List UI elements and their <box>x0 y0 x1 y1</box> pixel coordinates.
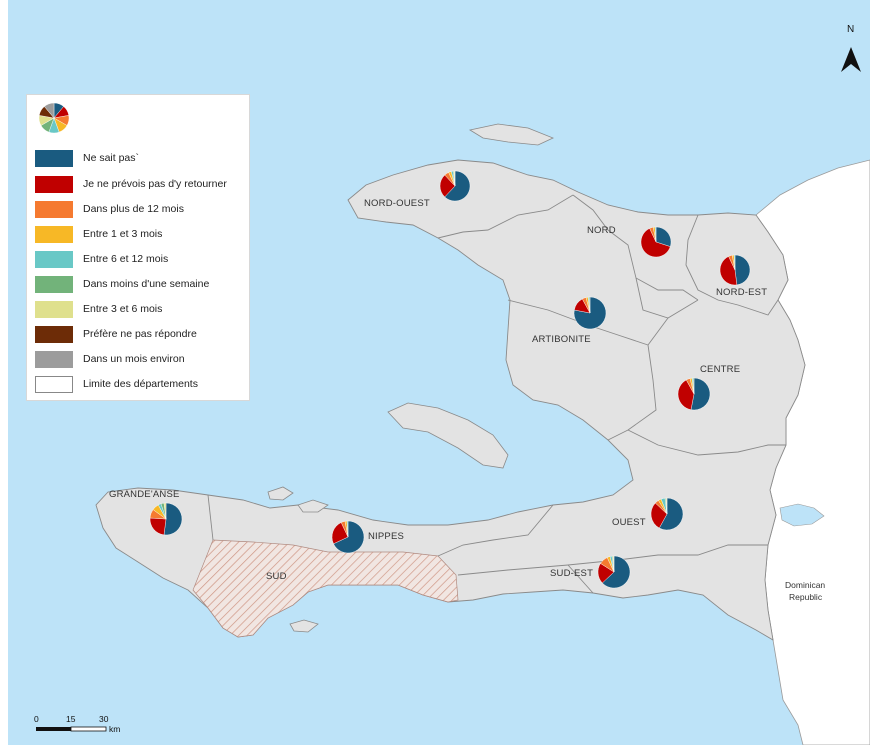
label-nord-est: NORD-EST <box>716 287 767 298</box>
pie-slice-nord-0 <box>655 226 672 247</box>
legend-label: Je ne prévois pas d'y retourner <box>83 178 227 190</box>
legend-swatch <box>35 375 73 393</box>
department-borders <box>207 194 786 594</box>
gonave-island <box>387 402 509 469</box>
legend-swatch <box>35 200 73 218</box>
pie-slice-centre-0 <box>690 377 711 411</box>
pie-slice-sud-est-6 <box>612 555 615 573</box>
pie-slice-nord-ouest-0 <box>444 170 471 202</box>
legend-label: Limite des départements <box>83 378 198 390</box>
label-sud: SUD <box>266 571 287 582</box>
legend-swatch <box>35 225 73 243</box>
legend: Ne sait pas` Je ne prévois pas d'y retou… <box>26 94 250 401</box>
legend-swatch <box>35 250 73 268</box>
pie-slice-artibonite-0 <box>573 296 607 330</box>
scale-label-30: 30 <box>99 714 109 724</box>
label-ouest: OUEST <box>612 517 646 528</box>
pie-slice-artibonite-5 <box>588 296 591 314</box>
pie-slice-legend-8 <box>44 102 55 119</box>
cayemites-island-2 <box>297 499 329 513</box>
pie-charts <box>149 170 751 589</box>
legend-label: Dans moins d'une semaine <box>83 278 210 290</box>
scale-label-15: 15 <box>66 714 76 724</box>
pie-slice-nord-est-4 <box>733 254 736 271</box>
pie-slice-nord-ouest-6 <box>453 170 456 187</box>
pie-slice-nord-1 <box>640 228 671 258</box>
pie-slice-sud-est-0 <box>602 555 631 589</box>
label-dominican-line2: Republic <box>789 592 823 602</box>
pie-slice-ouest-0 <box>659 497 684 531</box>
legend-label: Entre 6 et 12 mois <box>83 253 169 265</box>
legend-label: Dans plus de 12 mois <box>83 203 184 215</box>
legend-item: Limite des départements <box>35 375 198 393</box>
label-nord-ouest: NORD-OUEST <box>364 198 430 209</box>
cayemites-island <box>267 486 294 501</box>
north-letter: N <box>847 24 855 35</box>
legend-item: Entre 1 et 3 mois <box>35 225 162 243</box>
tortuga-island <box>468 123 555 146</box>
legend-item: Dans plus de 12 mois <box>35 200 184 218</box>
legend-swatch <box>35 325 73 343</box>
legend-swatch <box>35 350 73 368</box>
legend-item: Ne sait pas` <box>35 149 139 167</box>
legend-pie-icon <box>38 102 70 134</box>
pie-slice-centre-5 <box>692 377 695 395</box>
legend-swatch <box>35 275 73 293</box>
legend-item: Entre 6 et 12 mois <box>35 250 168 268</box>
legend-label: Préfère ne pas répondre <box>83 328 197 340</box>
legend-item: Entre 3 et 6 mois <box>35 300 162 318</box>
legend-label: Entre 1 et 3 mois <box>83 228 163 240</box>
lake <box>779 503 825 527</box>
scale-label-0: 0 <box>34 714 39 724</box>
label-grandeanse: GRANDE'ANSE <box>109 489 180 500</box>
legend-swatch <box>35 149 73 167</box>
pie-slice-nippes-4 <box>346 520 349 538</box>
label-sud-est: SUD-EST <box>550 568 593 579</box>
label-dominican-line1: Dominican <box>785 580 825 590</box>
pie-slice-nord-est-1 <box>719 256 738 286</box>
legend-item: Dans moins d'une semaine <box>35 275 209 293</box>
pie-slice-centre-1 <box>677 379 695 410</box>
legend-label: Dans un mois environ <box>83 353 185 365</box>
scale-unit: km <box>109 724 120 734</box>
scale-bar: 0 15 30 km <box>34 714 120 734</box>
label-centre: CENTRE <box>700 364 740 375</box>
label-nippes: NIPPES <box>368 531 404 542</box>
label-artibonite: ARTIBONITE <box>532 334 591 345</box>
pie-slice-nippes-0 <box>333 520 365 554</box>
legend-swatch <box>35 175 73 193</box>
pie-slice-grande-anse-6 <box>163 502 167 520</box>
vache-island <box>289 619 319 633</box>
pie-slice-ouest-1 <box>650 502 668 529</box>
pie-slice-nord-est-0 <box>734 254 751 286</box>
legend-item: Préfère ne pas répondre <box>35 325 197 343</box>
legend-swatch <box>35 300 73 318</box>
label-nord: NORD <box>587 225 616 236</box>
legend-label: Ne sait pas` <box>83 152 140 164</box>
sud-department <box>192 539 459 638</box>
north-arrow-icon <box>841 47 861 72</box>
legend-item: Dans un mois environ <box>35 350 185 368</box>
pie-slice-ouest-6 <box>665 497 668 515</box>
legend-label: Entre 3 et 6 mois <box>83 303 163 315</box>
pie-slice-grande-anse-0 <box>163 502 183 536</box>
legend-item: Je ne prévois pas d'y retourner <box>35 175 227 193</box>
pie-slice-nord-4 <box>654 226 657 243</box>
